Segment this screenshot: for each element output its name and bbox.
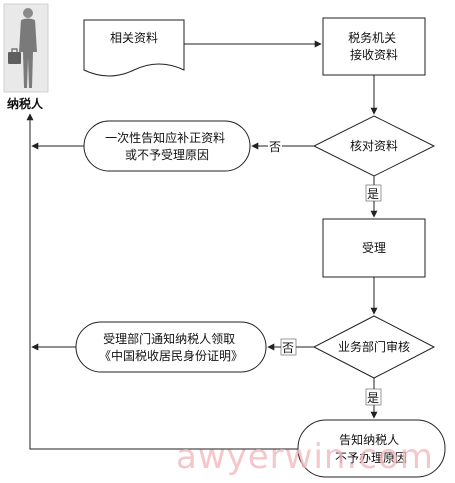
node-notify-reject-text: 告知纳税人 不予办理原因	[335, 433, 407, 465]
decision-dept-review-text: 业务部门审核	[338, 339, 410, 354]
node-notify-collect-text: 受理部门通知纳税人领取 《中国税收居民身份证明》	[99, 331, 243, 363]
node-tax-office-receive-text: 税务机关 接收资料	[348, 30, 400, 62]
watermark: awyerwin.com	[176, 437, 434, 477]
taxpayer-figure	[3, 3, 49, 93]
node-accept-text: 受理	[362, 241, 386, 255]
node-accept	[322, 218, 426, 278]
edge-reject-to-taxpayer	[26, 113, 298, 450]
edge-label-review-yes: 是	[367, 391, 379, 405]
edge-label-check-no: 否	[269, 140, 281, 154]
node-notify-collect	[75, 321, 267, 373]
node-related-materials-text: 相关资料	[110, 31, 158, 45]
edge-label-review-no: 否	[282, 341, 294, 355]
taxpayer-label: 纳税人	[7, 96, 44, 111]
node-related-materials	[83, 19, 185, 77]
edge-label-bg	[268, 138, 282, 154]
edge-label-bg	[365, 184, 382, 202]
edge-label-bg	[365, 388, 382, 406]
person-with-briefcase-icon	[8, 8, 37, 88]
node-tax-office-receive	[322, 17, 426, 76]
edge-label-check-yes: 是	[367, 187, 379, 201]
node-notify-supplement	[83, 120, 251, 172]
decision-check-materials-text: 核对资料	[350, 139, 398, 153]
edge-label-bg	[280, 338, 297, 356]
node-notify-supplement-text: 一次性告知应补正资料 或不予受理原因	[105, 130, 229, 162]
